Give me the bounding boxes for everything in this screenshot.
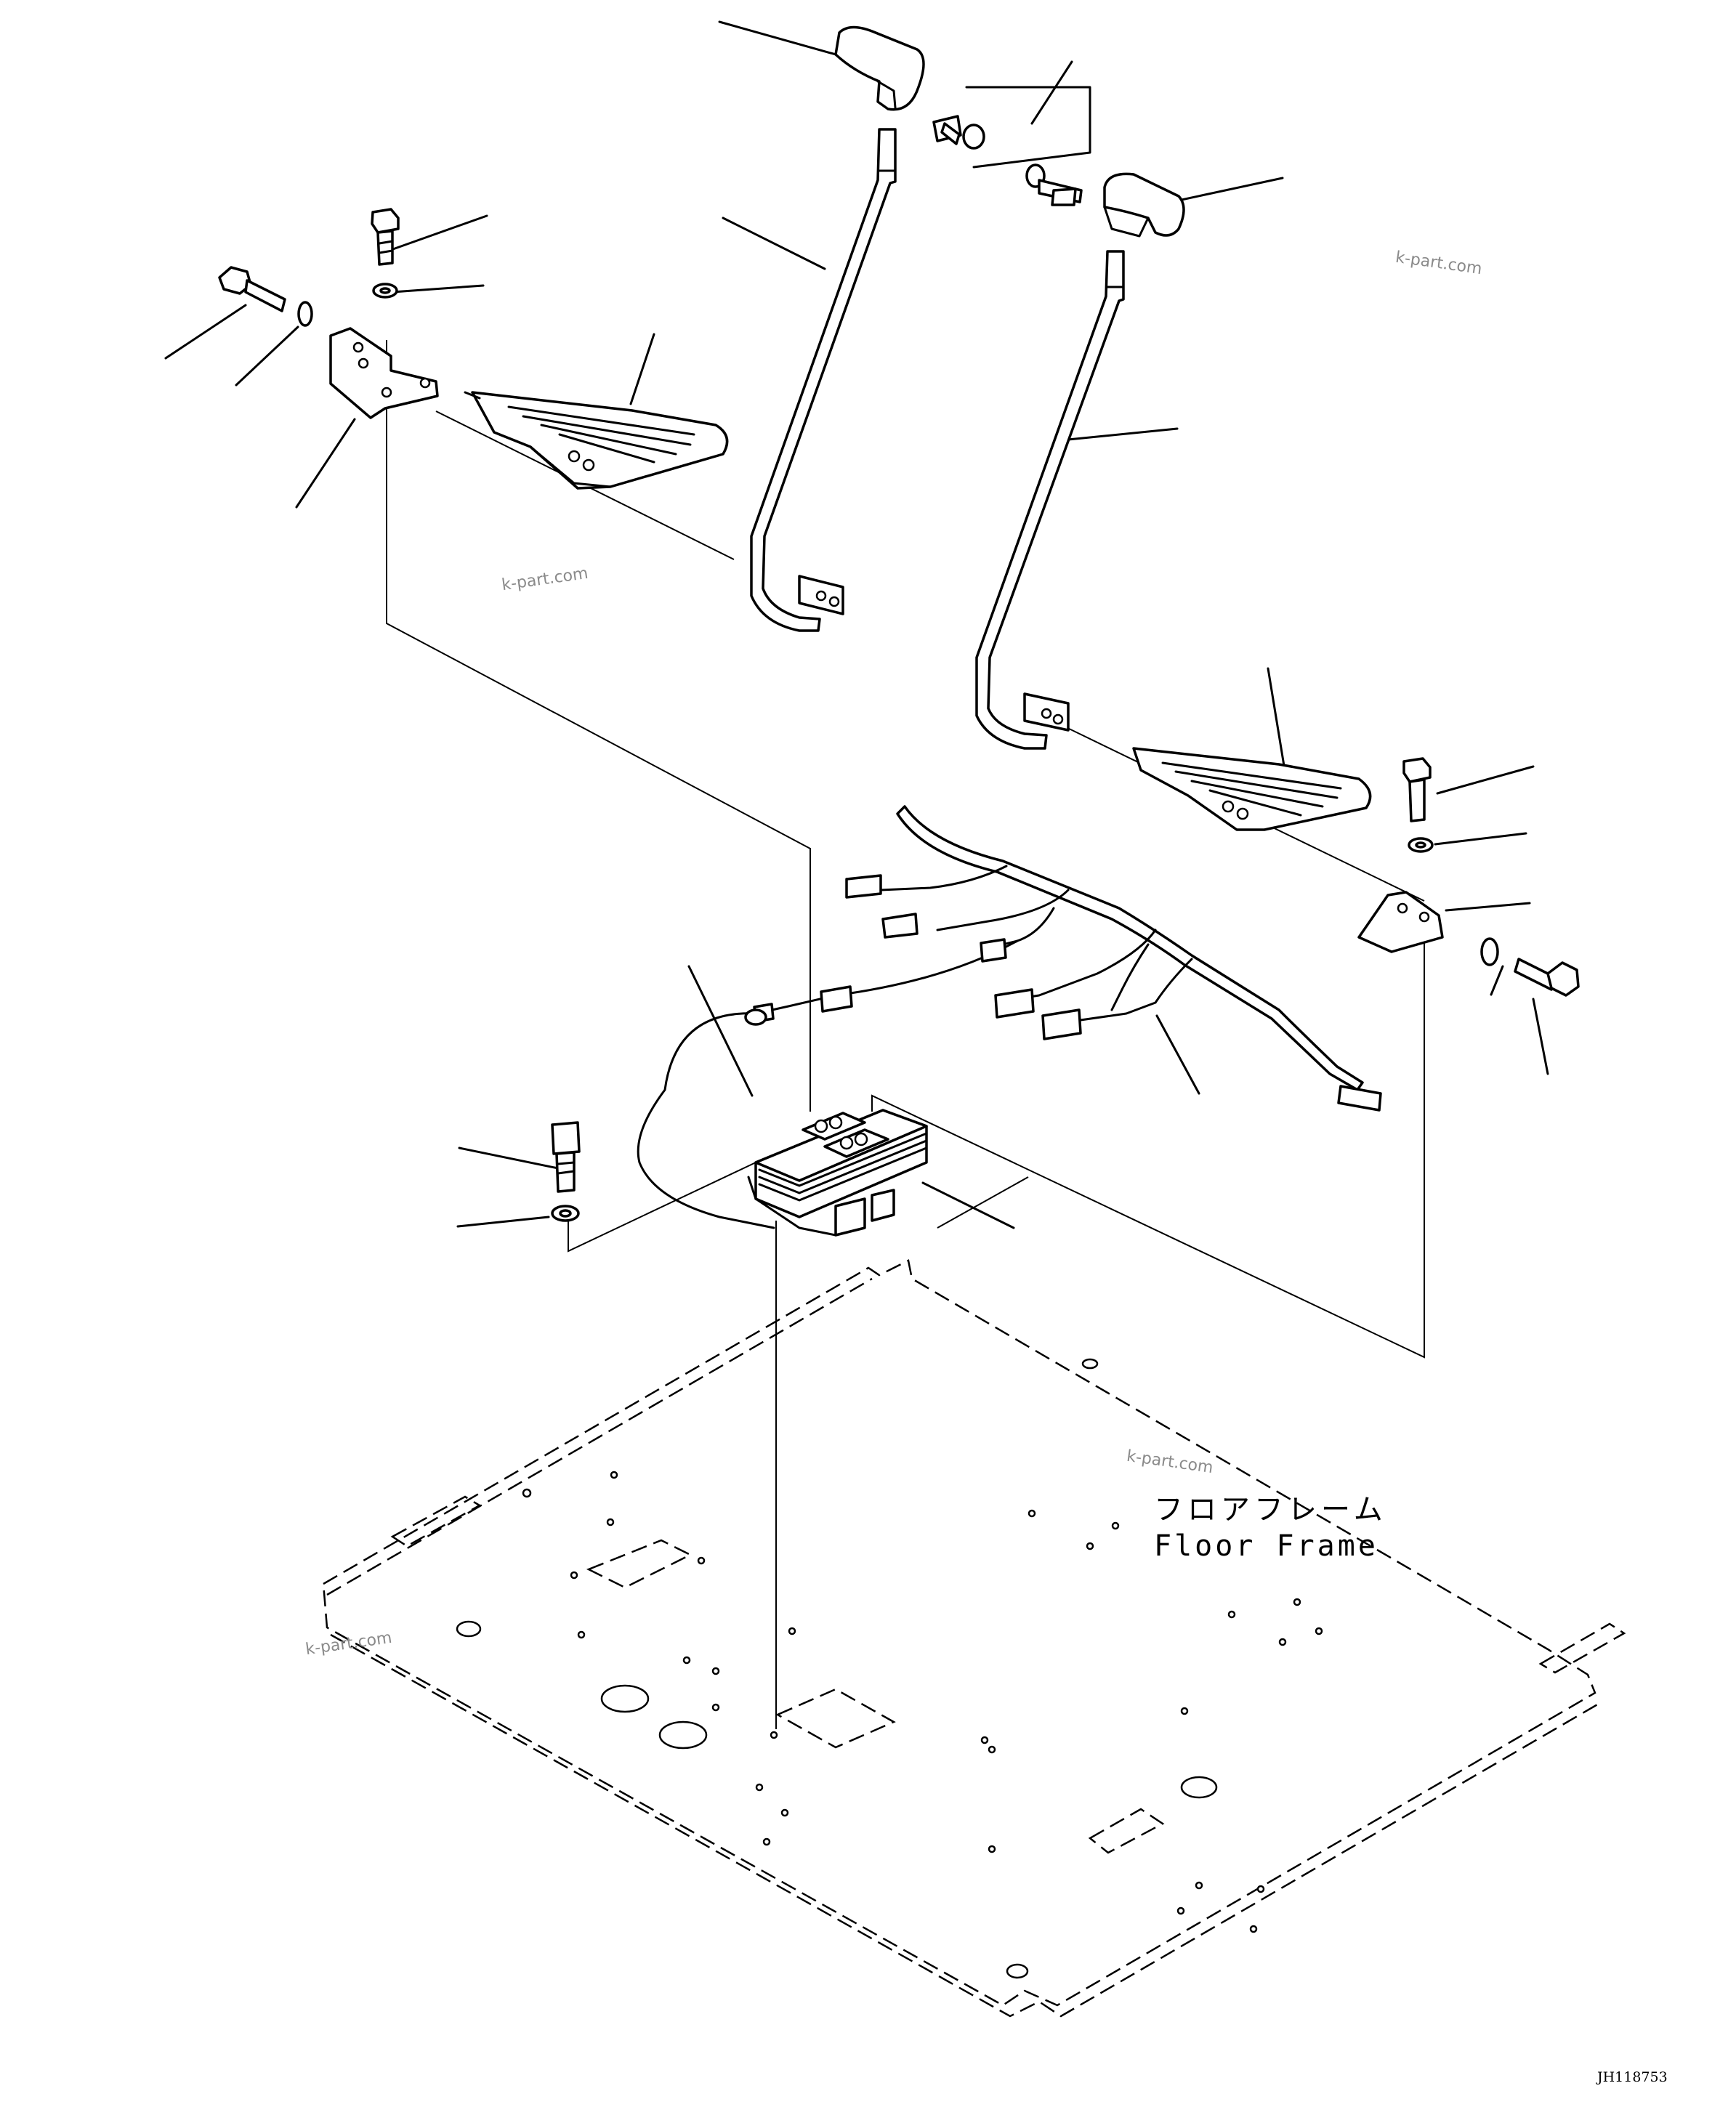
bolt-left-vertical — [371, 208, 400, 266]
leader-lines — [164, 20, 1549, 1229]
washer-left-side — [297, 301, 313, 327]
wiring-harness — [753, 805, 1382, 1112]
knob-screw-lower — [1025, 163, 1083, 206]
pedal-left — [464, 391, 729, 490]
washer-left-top — [372, 283, 398, 299]
assembly-guide-lines — [386, 340, 1425, 1729]
washer-right-side — [1480, 937, 1499, 966]
washer-right-top — [1408, 837, 1434, 853]
bracket-left — [329, 327, 439, 419]
socket-bolt — [551, 1121, 581, 1193]
lever-rod-right — [975, 250, 1125, 750]
lever-rod-left — [750, 128, 897, 632]
bolt-right-horizontal — [1514, 958, 1580, 997]
switch-cable — [637, 1008, 775, 1229]
floor-frame-label-en: Floor Frame — [1154, 1529, 1378, 1563]
pedal-right — [1132, 747, 1372, 831]
floor-frame — [322, 1259, 1626, 2018]
lever-knob-right — [1103, 172, 1185, 238]
bolt-right-vertical — [1402, 757, 1432, 822]
bracket-right — [1357, 891, 1444, 953]
bolt-left-horizontal — [218, 266, 286, 312]
drawing-code: JH118753 — [1597, 2069, 1668, 2085]
knob-screw-upper — [932, 115, 985, 150]
floor-frame-label-jp: フロアフレーム — [1154, 1493, 1387, 1526]
washer-socket-bolt — [551, 1205, 580, 1222]
lever-knob-left — [834, 25, 925, 111]
switch-box — [747, 1109, 928, 1237]
